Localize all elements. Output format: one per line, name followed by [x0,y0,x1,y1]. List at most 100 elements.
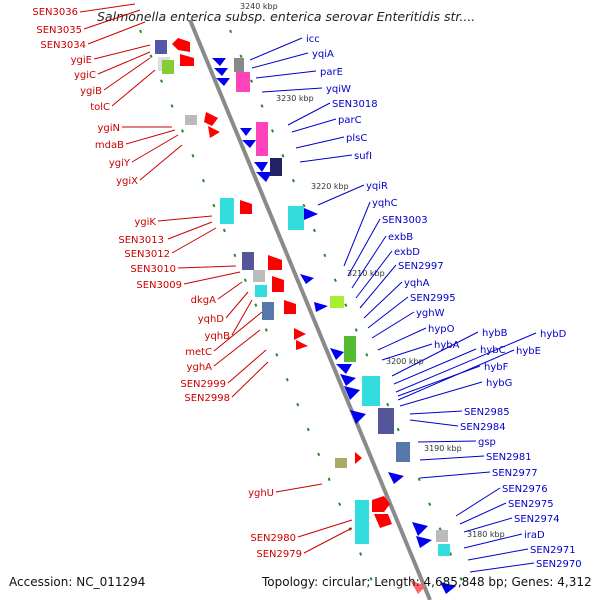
forward-arrow [240,128,252,136]
gene-label[interactable]: parE [320,67,343,78]
gene-label[interactable]: exbD [394,247,420,258]
reverse-arrow [172,38,190,52]
gene-label[interactable]: yghA [187,362,213,373]
gene-label[interactable]: hybA [434,340,460,351]
gene-label[interactable]: SEN3010 [130,264,176,275]
ruler-label: 3200 kbp [386,357,424,366]
gene-label[interactable]: SEN3034 [40,40,86,51]
ruler-label: 3240 kbp [240,2,278,11]
gene-label[interactable]: SEN3003 [382,215,428,226]
gene-label[interactable]: iraD [524,530,545,541]
reverse-arrow [272,276,284,292]
forward-cds [436,530,448,542]
gene-label[interactable]: SEN2995 [410,293,456,304]
reverse-arrow [410,580,426,594]
gene-label[interactable]: SEN2985 [464,407,510,418]
forward-arrow [440,582,456,594]
gene-label[interactable]: yqhA [404,278,430,289]
forward-arrow [416,536,432,548]
gene-label[interactable]: icc [306,34,320,45]
gene-label[interactable]: SEN2999 [180,379,226,390]
reverse-cds [220,198,234,224]
reverse-cds [335,458,347,468]
reverse-cds [262,302,274,320]
gene-label[interactable]: hybC [480,345,506,356]
gene-label[interactable]: SEN2977 [492,468,538,479]
gene-label[interactable]: hybG [486,378,512,389]
gene-label[interactable]: metC [185,347,212,358]
gene-label[interactable]: SEN2980 [250,533,296,544]
gene-label[interactable]: ygiB [80,86,102,97]
reverse-arrow [284,300,296,314]
ruler-label: 3220 kbp [311,182,349,191]
gene-label[interactable]: ygiN [97,123,120,134]
gene-label[interactable]: yqiA [312,49,334,60]
ruler-label: 3180 kbp [467,530,505,539]
reverse-cds [242,252,254,270]
gene-label[interactable]: SEN3012 [124,249,170,260]
gene-label[interactable]: yqhD [198,314,225,325]
gene-label[interactable]: plsC [346,133,367,144]
gene-label[interactable]: sufI [354,151,372,162]
gene-label[interactable]: hypO [428,324,455,335]
reverse-arrow [374,514,392,528]
gene-label[interactable]: mdaB [95,140,124,151]
gene-label[interactable]: yqiR [366,181,388,192]
gene-label[interactable]: hybD [540,329,567,340]
forward-arrow [388,472,404,484]
gene-label[interactable]: yqiW [326,84,351,95]
gene-label[interactable]: SEN2971 [530,545,576,556]
reverse-arrow [268,255,282,270]
forward-arrow [314,302,328,312]
gene-label[interactable]: SEN2974 [514,514,560,525]
gene-label[interactable]: ygiE [71,55,92,66]
left-leaders [79,3,353,554]
gene-label[interactable]: yqhB [205,331,231,342]
gene-label[interactable]: SEN2979 [256,549,302,560]
gene-label[interactable]: hybB [482,328,508,339]
gene-label[interactable]: SEN2981 [486,452,532,463]
gene-label[interactable]: ygiY [109,158,131,169]
forward-cds [288,206,304,230]
gene-label[interactable]: tolC [90,102,110,113]
gene-label[interactable]: SEN2998 [184,393,230,404]
gene-label[interactable]: yghW [416,308,445,319]
forward-arrow [216,78,230,86]
gene-label[interactable]: parC [338,115,362,126]
gene-label[interactable]: ygiK [134,217,156,228]
gene-label[interactable]: SEN2975 [508,499,554,510]
reverse-arrow [355,452,362,464]
gene-label[interactable]: SEN3009 [136,280,182,291]
gene-label[interactable]: hybF [484,362,509,373]
forward-arrow [350,410,366,424]
reverse-cds [355,500,369,544]
gene-label[interactable]: SEN3036 [32,7,78,18]
reverse-arrow [180,54,194,66]
gene-label[interactable]: yqhC [372,198,398,209]
reverse-arrow [240,200,252,214]
gene-label[interactable]: SEN2970 [536,559,582,570]
gene-label[interactable]: SEN2984 [460,422,506,433]
genome-summary-text: Topology: circular; Length: 4,685,848 bp… [262,575,592,589]
forward-arrow [336,364,352,374]
gene-label[interactable]: yghU [248,488,274,499]
gene-label[interactable]: SEN3013 [118,235,164,246]
gene-label[interactable]: hybE [516,346,541,357]
gene-label[interactable]: SEN2976 [502,484,548,495]
forward-cds [256,122,268,156]
gene-label[interactable]: ygiX [116,176,138,187]
gene-label[interactable]: exbB [388,232,413,243]
gene-label[interactable]: gsp [478,437,496,448]
gene-label[interactable]: dkgA [191,295,216,306]
forward-cds [330,296,344,308]
reverse-cds [185,115,197,125]
gene-label[interactable]: SEN3018 [332,99,378,110]
gene-label[interactable]: ygiC [74,70,96,81]
forward-arrow [304,208,318,220]
gene-label[interactable]: SEN3035 [36,25,82,36]
gene-label[interactable]: SEN2997 [398,261,444,272]
ruler-label: 3210 kbp [347,269,385,278]
reverse-arrow [204,112,218,126]
